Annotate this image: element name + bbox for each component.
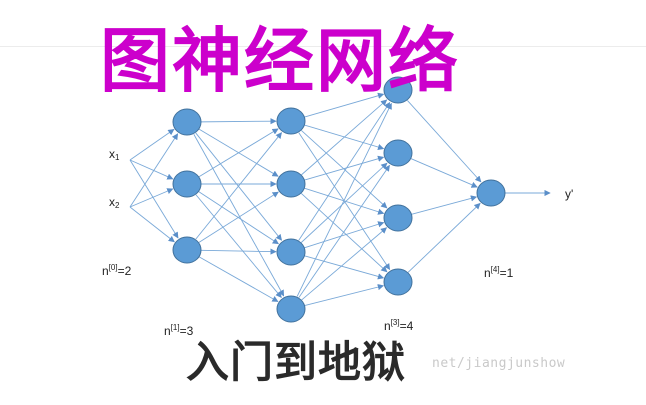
edge-l2-4-to-l3-4: [304, 284, 385, 307]
connection-edges: [129, 92, 551, 307]
neuron-layer2-1: [276, 107, 306, 135]
neuron-layer1-1: [172, 108, 202, 136]
edge-l2-1-to-l3-1: [304, 92, 385, 118]
edge-l2-3-to-l3-4: [304, 255, 385, 280]
edge-l2-1-to-l3-3: [301, 130, 388, 209]
neuron-layer3-2: [383, 139, 413, 167]
edge-x2-n1-1: [129, 133, 179, 208]
neuron-layer3-4: [383, 268, 413, 296]
neuron-layer2-2: [276, 170, 306, 198]
edge-l3-3-to-l4-1: [411, 195, 478, 215]
cover-subtitle: 入门到地狱: [186, 338, 406, 388]
edge-l2-2-to-l3-4: [301, 193, 388, 273]
edge-l1-3-to-l2-1: [195, 132, 282, 240]
layer-3-size-label: n[3]=4: [384, 318, 414, 333]
edge-x2-n1-2: [129, 188, 174, 208]
neuron-layer4-1: [476, 179, 506, 207]
neuron-layer2-4: [276, 295, 306, 323]
output-label: y': [565, 187, 574, 201]
edge-x1-n1-3: [129, 159, 179, 239]
edge-l1-1-to-l2-3: [195, 132, 283, 241]
neuron-layer1-2: [172, 170, 202, 198]
edge-l2-2-to-l3-2: [304, 155, 385, 181]
edge-l1-2-to-l2-1: [198, 128, 279, 178]
layer-0-size-label: n[0]=2: [102, 263, 132, 278]
edge-l1-2-to-l2-4: [195, 194, 282, 298]
edge-l1-1-to-l2-4: [193, 134, 285, 297]
edge-l1-3-to-l2-2: [198, 191, 279, 243]
edge-x1-n1-1: [129, 129, 175, 161]
edge-x2-n1-3: [129, 206, 175, 243]
neuron-layer2-3: [276, 238, 306, 266]
source-watermark: net/jiangjunshow: [432, 356, 566, 371]
input-label-x2: x2: [109, 195, 120, 210]
edge-l3-2-to-l4-1: [410, 158, 478, 188]
input-label-x1: x1: [109, 147, 120, 162]
layer-4-size-label: n[4]=1: [484, 265, 514, 280]
neuron-layer1-3: [172, 236, 202, 264]
edge-l2-3-to-l3-2: [300, 162, 388, 243]
edge-l1-3-to-l2-3: [200, 248, 277, 255]
edge-l2-4-to-l3-3: [301, 227, 388, 301]
edge-l2-2-to-l3-1: [301, 99, 388, 176]
neuron-layer3-3: [383, 204, 413, 232]
edge-l2-3-to-l3-1: [298, 101, 391, 241]
neuron-nodes: [172, 76, 506, 323]
edge-l1-3-to-l2-4: [198, 256, 279, 302]
edge-l2-4-to-l3-2: [298, 164, 390, 298]
edge-l2-3-to-l3-3: [304, 221, 385, 249]
cover-title: 图神经网络: [100, 20, 460, 102]
edge-l3-1-to-l4-1: [407, 100, 482, 183]
neuron-layer3-1: [383, 76, 413, 104]
edge-l3-4-to-l4-1: [407, 202, 481, 273]
header-divider: [0, 46, 646, 47]
edge-l1-1-to-l2-1: [200, 118, 277, 125]
edge-l2-4-to-l3-1: [296, 102, 392, 297]
edge-x1-n1-2: [129, 159, 174, 180]
layer-1-size-label: n[1]=3: [164, 323, 194, 338]
